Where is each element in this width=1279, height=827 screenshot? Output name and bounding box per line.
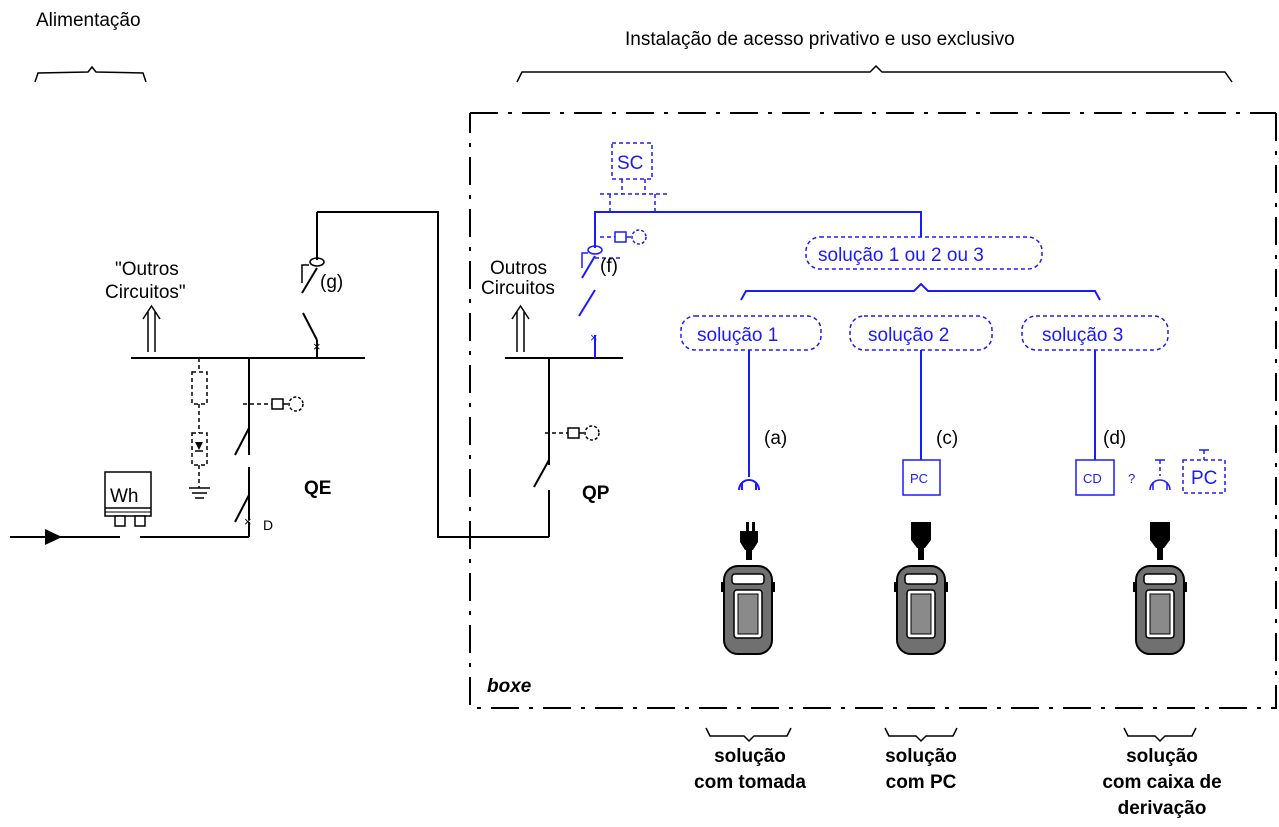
caption-tomada-line1: solução xyxy=(714,746,786,767)
solution-3-label: solução 3 xyxy=(1042,325,1123,346)
qe-rcd-g-label: (g) xyxy=(320,272,343,293)
svg-text:×: × xyxy=(313,339,321,354)
feeder-cable xyxy=(317,211,549,538)
solution-3-box: solução 3 xyxy=(1021,315,1169,351)
supply-header: Alimentação xyxy=(36,10,141,31)
caption-tomada-line2: com tomada xyxy=(694,772,806,793)
car-solution-3-icon xyxy=(1132,565,1188,655)
label-d: (d) xyxy=(1103,428,1126,449)
qp-label: QP xyxy=(582,483,610,504)
qe-breaker-d-label: D xyxy=(263,517,273,533)
solution-1-label: solução 1 xyxy=(697,325,778,346)
solution-combined-label: solução 1 ou 2 ou 3 xyxy=(818,245,984,266)
private-install-header: Instalação de acesso privativo e uso exc… xyxy=(625,29,1015,50)
optional-charging-point-label: PC xyxy=(1191,468,1217,489)
charging-point-box xyxy=(902,459,941,496)
ev-rcd-f: × xyxy=(578,211,922,358)
qe-rcd-g: × xyxy=(301,212,325,358)
meter-label: Wh xyxy=(110,486,139,507)
socket-outlet-icon xyxy=(738,479,760,491)
plug-solution-2-icon xyxy=(911,522,931,560)
caption-brace-3 xyxy=(1123,727,1197,743)
boxe-border xyxy=(469,112,1277,709)
optional-socket-icon xyxy=(1149,459,1171,491)
qe-other-circuits-arrow-icon xyxy=(142,304,161,352)
energy-meter: Wh xyxy=(104,471,152,527)
car-solution-2-icon xyxy=(893,565,949,655)
qe-other-circuits-line2: Circuitos" xyxy=(105,282,186,303)
junction-box-label: CD xyxy=(1083,471,1102,486)
ev-rcd-f-label: (f) xyxy=(600,256,618,277)
supply-arrow-icon xyxy=(45,529,62,545)
caption-caixa-line3: derivação xyxy=(1118,798,1207,819)
caption-brace-2 xyxy=(884,727,958,743)
optional-charging-point: PC xyxy=(1182,449,1226,494)
qe-main-breaker: × xyxy=(234,358,304,537)
plug-solution-1-icon xyxy=(740,522,758,560)
private-install-brace xyxy=(516,64,1233,83)
qe-label: QE xyxy=(304,478,331,499)
supply-brace xyxy=(34,65,147,83)
svg-text:×: × xyxy=(244,514,252,529)
qp-other-circuits-arrow-icon xyxy=(511,304,530,352)
boxe-label: boxe xyxy=(487,676,532,697)
qp-other-circuits-line1: Outros xyxy=(490,258,547,279)
qe-surge-protector xyxy=(189,358,210,499)
caption-caixa-line2: com caixa de xyxy=(1102,772,1221,793)
caption-caixa-line1: solução xyxy=(1126,746,1198,767)
caption-pc-line1: solução xyxy=(885,746,957,767)
qp-other-circuits-line2: Circuitos xyxy=(481,278,555,299)
solution-combined-box: solução 1 ou 2 ou 3 xyxy=(805,236,1043,270)
option-question: ? xyxy=(1128,471,1135,486)
caption-pc-line2: com PC xyxy=(886,772,957,793)
solution-brace xyxy=(740,282,1101,301)
sc-box: SC xyxy=(600,142,668,212)
charging-point-label: PC xyxy=(910,471,928,486)
sc-label: SC xyxy=(617,153,643,174)
solution-2-box: solução 2 xyxy=(849,315,993,351)
junction-box xyxy=(1075,459,1115,496)
car-solution-1-icon xyxy=(720,565,776,655)
solution-1-box: solução 1 xyxy=(680,315,822,351)
solution-2-label: solução 2 xyxy=(868,325,949,346)
label-a: (a) xyxy=(764,428,787,449)
caption-brace-1 xyxy=(705,727,792,743)
svg-text:×: × xyxy=(590,330,598,345)
qp-main-switch xyxy=(533,358,600,537)
plug-solution-3-icon xyxy=(1150,522,1170,560)
qe-other-circuits-line1: "Outros xyxy=(115,259,179,280)
label-c: (c) xyxy=(936,428,958,449)
